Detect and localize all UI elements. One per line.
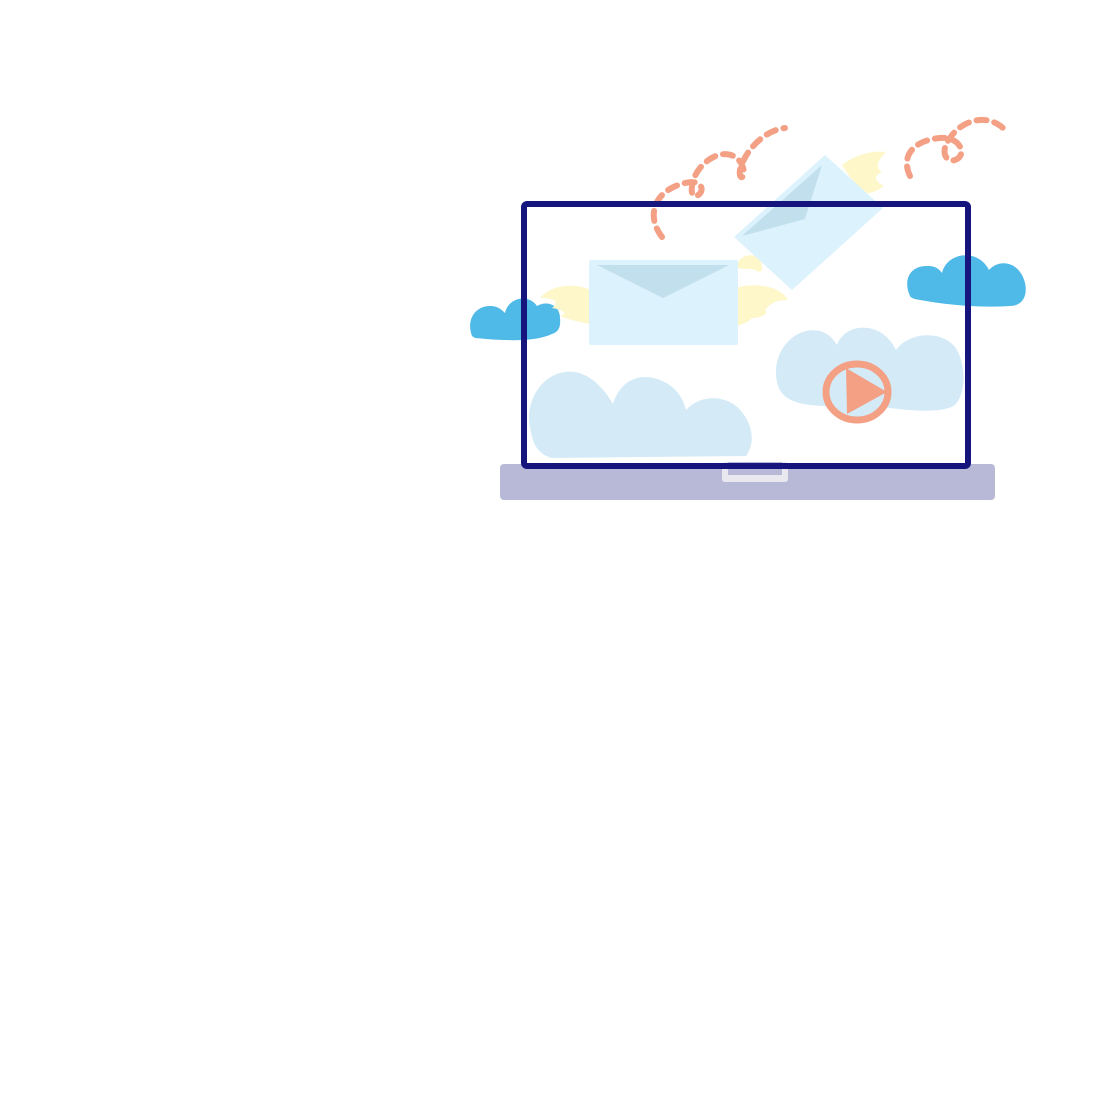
envelope-flap — [742, 165, 822, 236]
envelope-icon — [734, 155, 883, 290]
cloud-icon — [529, 371, 752, 458]
wing-icon — [842, 151, 886, 194]
envelope-icon — [589, 260, 738, 345]
dashed-trail-right — [903, 116, 1006, 179]
envelope-flap — [597, 265, 729, 298]
cloud-icon — [470, 298, 561, 341]
dashed-trail-left — [650, 125, 788, 240]
play-icon — [822, 360, 892, 424]
wing-icon — [736, 285, 788, 326]
wing-icon — [738, 255, 763, 272]
laptop-screen — [521, 201, 971, 469]
wing-icon — [540, 285, 590, 324]
